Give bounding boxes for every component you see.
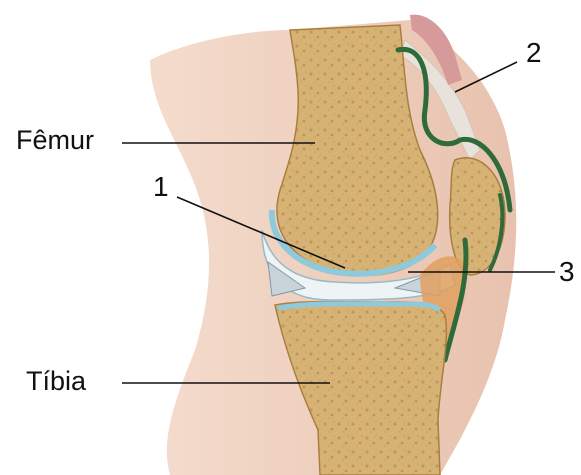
callout-3: 3	[559, 258, 575, 286]
callout-2: 2	[526, 39, 542, 67]
label-tibia: Tíbia	[26, 368, 86, 395]
callout-1: 1	[153, 173, 169, 201]
label-femur: Fêmur	[16, 127, 94, 154]
